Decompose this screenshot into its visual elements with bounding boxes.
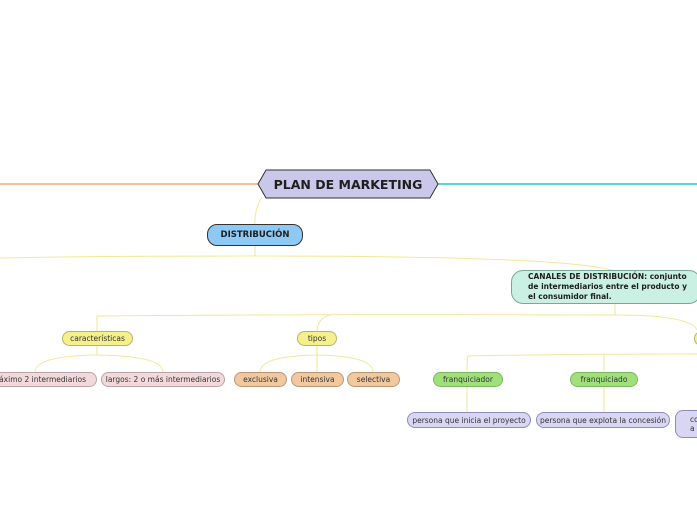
node-tipos[interactable]: tipos — [297, 331, 337, 346]
franquiciado-label: franquiciado — [580, 375, 628, 384]
node-persona-explota[interactable]: persona que explota la concesión — [536, 412, 670, 428]
node-franquiciado[interactable]: franquiciado — [570, 372, 638, 387]
distribucion-bus-left — [0, 255, 256, 259]
node-cutoff-bottom-right[interactable]: co a l — [675, 410, 697, 438]
connector-root-distribucion — [254, 196, 263, 225]
node-maximo-intermediarios[interactable]: máximo 2 intermediarios — [0, 372, 97, 387]
intensiva-label: intensiva — [300, 375, 335, 384]
canales-bus-left — [96, 314, 616, 331]
maximo-label: máximo 2 intermediarios — [0, 375, 86, 384]
distribucion-label: DISTRIBUCIÓN — [220, 230, 290, 240]
exclusiva-label: exclusiva — [243, 375, 278, 384]
cutoff-line-1: co — [690, 415, 697, 424]
persona-explota-label: persona que explota la concesión — [539, 415, 667, 425]
root-node[interactable]: PLAN DE MARKETING — [262, 170, 434, 198]
node-exclusiva[interactable]: exclusiva — [234, 372, 287, 387]
node-franquiciador[interactable]: franquiciador — [433, 372, 503, 387]
franquiciador-label: franquiciador — [443, 375, 493, 384]
connector-franq-bus — [466, 353, 697, 372]
persona-inicia-label: persona que inicia el proyecto — [412, 415, 526, 425]
cutoff-line-2: a l — [690, 424, 697, 433]
caracteristicas-label: características — [70, 334, 125, 343]
distribucion-bus-right — [254, 255, 613, 271]
selectiva-label: selectiva — [356, 375, 391, 384]
node-largos-intermediarios[interactable]: largos: 2 o más intermediarios — [101, 372, 225, 387]
node-selectiva[interactable]: selectiva — [347, 372, 400, 387]
node-canales[interactable]: CANALES DE DISTRIBUCIÓN: conjunto de int… — [511, 270, 697, 304]
node-intensiva[interactable]: intensiva — [291, 372, 344, 387]
node-caracteristicas[interactable]: características — [62, 331, 133, 346]
largos-label: largos: 2 o más intermediarios — [105, 375, 221, 384]
canales-bus-right — [614, 314, 697, 331]
node-distribucion[interactable]: DISTRIBUCIÓN — [207, 224, 303, 246]
connector-caract-children — [34, 346, 164, 373]
connector-tipos-children — [259, 346, 374, 373]
canales-bus-tipos — [316, 314, 331, 332]
node-persona-inicia[interactable]: persona que inicia el proyecto — [407, 412, 531, 428]
root-node-shape — [257, 169, 439, 199]
root-label: PLAN DE MARKETING — [273, 176, 423, 192]
canales-label: CANALES DE DISTRIBUCIÓN: conjunto de int… — [528, 272, 688, 301]
tipos-label: tipos — [307, 334, 327, 343]
